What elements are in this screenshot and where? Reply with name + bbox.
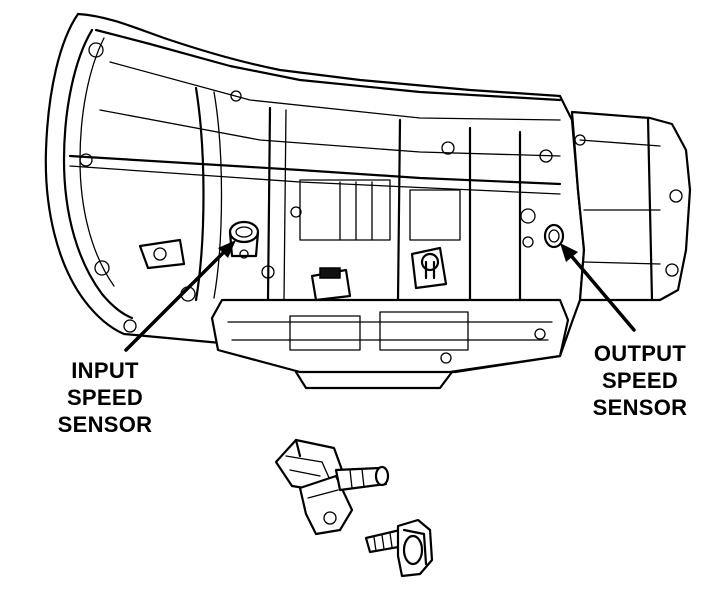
- input-label-line-2: SPEED: [66, 385, 144, 410]
- input-label-line-3: SENSOR: [57, 412, 153, 437]
- input-sensor-leader: [124, 240, 236, 352]
- speed-sensor-detail: [274, 438, 434, 578]
- input-speed-sensor-label: INPUT SPEED SENSOR: [34, 357, 176, 438]
- output-speed-sensor-boss: [520, 208, 565, 249]
- output-speed-sensor-label: OUTPUT SPEED SENSOR: [578, 340, 702, 421]
- extension-housing: [570, 110, 692, 302]
- output-label-line-1: OUTPUT: [593, 341, 687, 366]
- valve-body-connectors: [310, 246, 448, 302]
- transmission-housing: [44, 12, 586, 390]
- output-sensor-leader: [560, 243, 636, 332]
- output-label-line-3: SENSOR: [592, 395, 688, 420]
- input-label-line-1: INPUT: [71, 358, 139, 383]
- output-label-line-2: SPEED: [601, 368, 679, 393]
